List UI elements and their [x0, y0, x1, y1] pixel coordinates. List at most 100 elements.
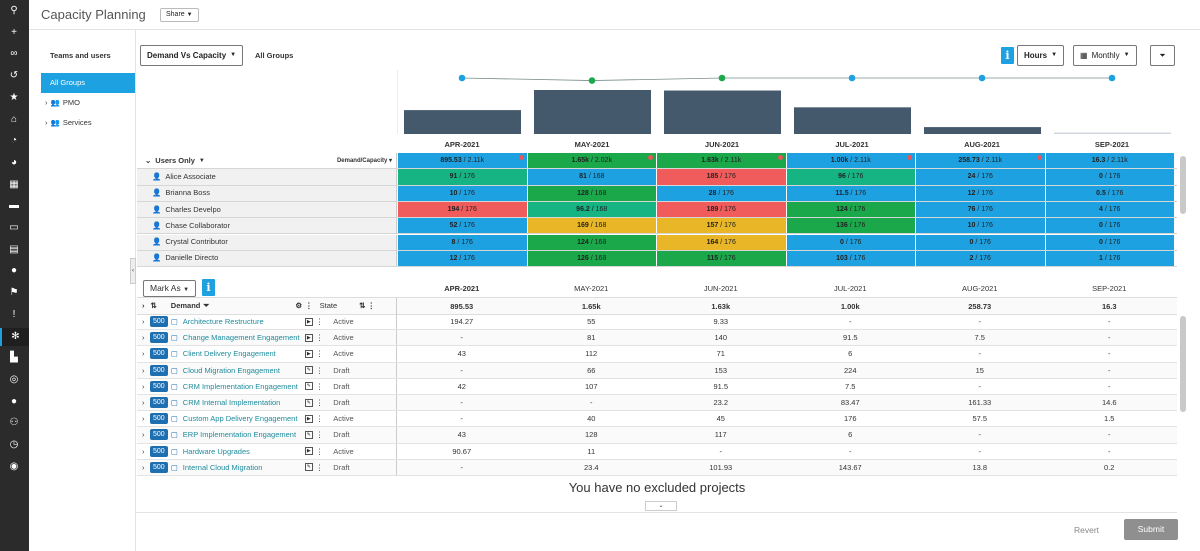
- chat-icon[interactable]: ◉: [9, 460, 19, 472]
- capacity-cell[interactable]: 0 / 176: [915, 234, 1045, 250]
- capacity-cell[interactable]: 194 / 176: [397, 201, 527, 218]
- toolbox-icon[interactable]: ▭: [9, 222, 19, 233]
- demand-value[interactable]: -: [1108, 381, 1111, 391]
- demand-value[interactable]: 91.5: [842, 333, 858, 343]
- capacity-point[interactable]: [848, 74, 856, 82]
- snowflake-icon[interactable]: ✻: [0, 327, 29, 346]
- capacity-cell[interactable]: 2 / 176: [915, 250, 1045, 267]
- capacity-cell[interactable]: 0 / 176: [1044, 218, 1174, 234]
- chevron-right-icon[interactable]: ›: [142, 333, 145, 343]
- play-icon[interactable]: ▶: [304, 349, 313, 358]
- history-icon[interactable]: ↺: [9, 70, 19, 82]
- demand-value[interactable]: -: [978, 446, 982, 456]
- demand-value[interactable]: -: [978, 381, 982, 391]
- edit-icon[interactable]: ✎: [304, 398, 313, 407]
- period-dropdown[interactable]: ▦Monthly▼: [1073, 45, 1137, 66]
- capacity-summary-cell[interactable]: 1.65k / 2.02k: [526, 153, 656, 169]
- demand-value[interactable]: 90.67: [452, 446, 472, 456]
- chevron-right-icon[interactable]: ›: [142, 430, 145, 440]
- group-all-groups[interactable]: All Groups: [41, 73, 135, 93]
- user-name[interactable]: 👤Chase Collaborator: [137, 218, 397, 234]
- capacity-cell[interactable]: 126 / 168: [526, 250, 656, 267]
- chevron-right-icon[interactable]: ›: [142, 398, 145, 408]
- kebab-icon[interactable]: ⋮: [315, 462, 324, 472]
- demand-value[interactable]: -: [1108, 333, 1111, 343]
- capacity-scrollbar[interactable]: [1180, 156, 1186, 214]
- kebab-icon[interactable]: ⋮: [315, 430, 324, 440]
- capacity-cell[interactable]: 0 / 176: [785, 234, 915, 250]
- project-link[interactable]: Cloud Migration Engagement: [182, 365, 280, 375]
- capacity-cell[interactable]: 124 / 176: [785, 201, 915, 218]
- chevron-right-icon[interactable]: ›: [142, 365, 145, 375]
- submit-button[interactable]: Submit: [1124, 519, 1178, 540]
- demand-value[interactable]: 43: [457, 349, 466, 359]
- info-icon[interactable]: i: [202, 279, 215, 296]
- kebab-icon[interactable]: ⋮: [305, 301, 313, 310]
- capacity-cell[interactable]: 0 / 176: [1044, 234, 1174, 250]
- capacity-point[interactable]: [588, 77, 596, 84]
- demand-value[interactable]: 14.6: [1101, 398, 1117, 407]
- demand-value[interactable]: 143.67: [838, 462, 862, 472]
- chevron-right-icon[interactable]: ›: [142, 317, 145, 327]
- capacity-cell[interactable]: 189 / 176: [656, 201, 786, 218]
- capacity-cell[interactable]: 185 / 176: [656, 169, 786, 185]
- capacity-cell[interactable]: 164 / 176: [656, 234, 786, 250]
- flag-icon[interactable]: ⚑: [9, 287, 19, 299]
- edit-icon[interactable]: ✎: [304, 463, 313, 472]
- project-link[interactable]: Client Delivery Engagement: [182, 349, 276, 359]
- kebab-icon[interactable]: ⋮: [315, 317, 324, 327]
- target-icon[interactable]: ◎: [9, 373, 19, 385]
- demand-value[interactable]: -: [460, 398, 464, 407]
- demand-value[interactable]: 1.5: [1104, 414, 1115, 424]
- demand-value[interactable]: 45: [716, 414, 725, 424]
- capacity-summary-cell[interactable]: 895.53 / 2.11k: [397, 153, 527, 169]
- user-name[interactable]: 👤Charles Develpo: [137, 201, 397, 218]
- chevron-right-icon[interactable]: ›: [142, 349, 145, 359]
- capacity-cell[interactable]: 4 / 176: [1044, 201, 1174, 218]
- demand-value[interactable]: 128: [584, 430, 598, 440]
- project-link[interactable]: Hardware Upgrades: [182, 446, 250, 456]
- chevron-right-icon[interactable]: ›: [142, 381, 145, 391]
- capacity-cell[interactable]: 11.5 / 176: [785, 185, 915, 201]
- user-name[interactable]: 👤Brianna Boss: [137, 185, 397, 201]
- kebab-icon[interactable]: ⋮: [315, 333, 324, 343]
- capacity-cell[interactable]: 24 / 176: [915, 169, 1045, 185]
- demand-value[interactable]: -: [978, 317, 982, 326]
- demand-value[interactable]: 107: [584, 381, 598, 391]
- project-link[interactable]: ERP Implementation Engagement: [182, 430, 297, 440]
- search-icon[interactable]: ⚲: [10, 5, 18, 16]
- demand-value[interactable]: 15: [975, 365, 984, 375]
- demand-value[interactable]: 194.27: [450, 317, 474, 326]
- users-only-dropdown[interactable]: ⌄Users Only▼Demand/Capacity ▾: [137, 153, 397, 169]
- kebab-icon[interactable]: ⋮: [367, 301, 375, 310]
- demand-value[interactable]: -: [1108, 349, 1111, 359]
- demand-value[interactable]: 66: [587, 365, 596, 375]
- demand-value[interactable]: -: [978, 349, 982, 359]
- edit-icon[interactable]: ✎: [304, 382, 313, 391]
- demand-value[interactable]: 140: [714, 333, 727, 343]
- demand-value[interactable]: 23.2: [713, 398, 729, 407]
- demand-value[interactable]: 7.5: [845, 381, 856, 391]
- demand-value[interactable]: -: [1108, 317, 1111, 326]
- demand-value[interactable]: -: [590, 398, 593, 407]
- demand-value[interactable]: 83.47: [840, 398, 860, 407]
- capacity-cell[interactable]: 0 / 176: [1044, 169, 1174, 185]
- expand-excluded-button[interactable]: ⌄: [645, 501, 677, 511]
- demand-value[interactable]: -: [460, 462, 464, 472]
- demand-value[interactable]: -: [460, 333, 464, 343]
- user-icon[interactable]: ●: [10, 395, 18, 407]
- demand-value[interactable]: 7.5: [974, 333, 985, 343]
- exclamation-icon[interactable]: !: [12, 308, 16, 320]
- capacity-cell[interactable]: 12 / 176: [915, 185, 1045, 201]
- play-icon[interactable]: ▶: [304, 333, 313, 342]
- capacity-summary-cell[interactable]: 16.3 / 2.11k: [1044, 153, 1174, 169]
- demand-value[interactable]: 224: [843, 365, 857, 375]
- collapse-handle[interactable]: ‹: [130, 258, 136, 284]
- user-name[interactable]: 👤Danielle Directo: [137, 250, 397, 267]
- filter-button[interactable]: ⏷: [1150, 45, 1175, 66]
- play-icon[interactable]: ▶: [304, 447, 313, 456]
- kebab-icon[interactable]: ⋮: [315, 365, 324, 375]
- star-icon[interactable]: ★: [9, 91, 19, 103]
- capacity-point[interactable]: [458, 74, 466, 82]
- chart-icon[interactable]: ▙: [10, 352, 18, 364]
